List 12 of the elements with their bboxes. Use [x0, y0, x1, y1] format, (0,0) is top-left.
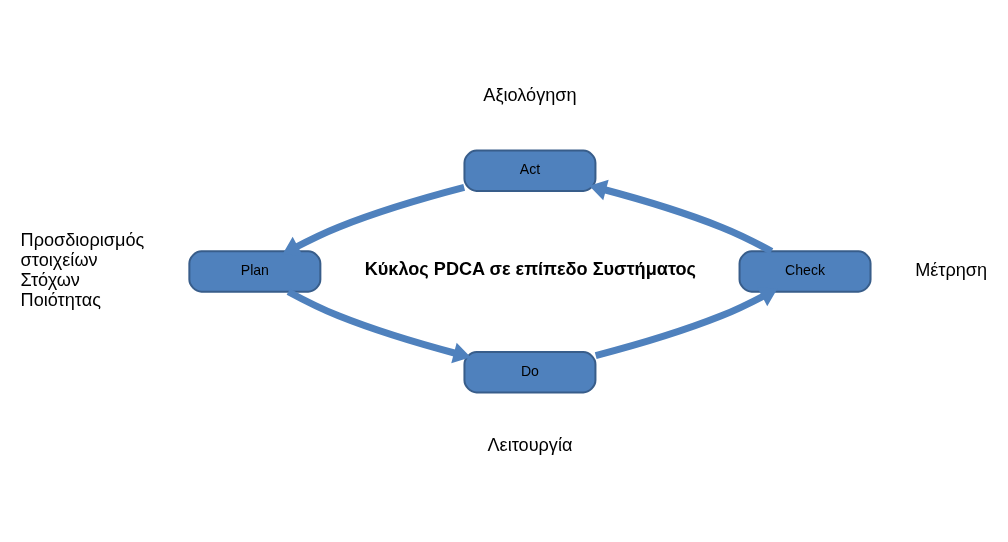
node-box: Check [738, 249, 872, 293]
node-label: Λειτουργία [487, 434, 573, 455]
node-label: Προσδιορισμός στοιχείων Στόχων Ποιότητας [20, 229, 145, 310]
arrow [286, 288, 471, 363]
node-box: Act [463, 149, 597, 192]
node-label: Αξιολόγηση [483, 84, 577, 105]
arrow [589, 179, 774, 254]
node-box: Do [463, 350, 597, 393]
node-box: Plan [188, 249, 322, 293]
arrow [282, 183, 466, 256]
node-label: Μέτρηση [915, 259, 988, 280]
label: Κύκλος PDCA σε επίπεδο Συστήματος [364, 258, 696, 279]
